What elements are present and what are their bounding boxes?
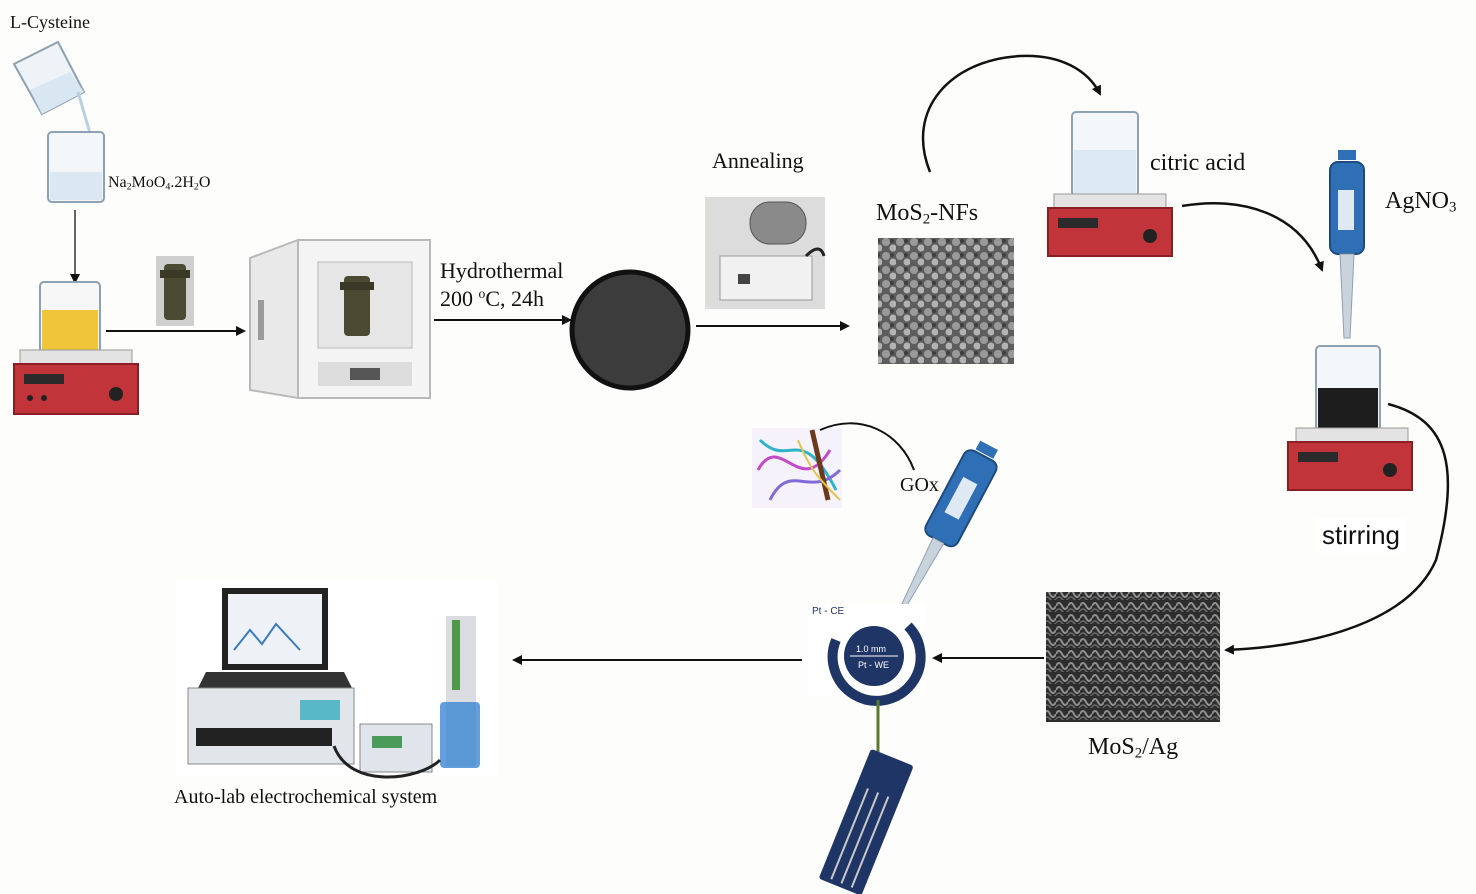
flow-arrow (921, 54, 1102, 173)
sem-image-icon (1046, 592, 1220, 722)
dark-powder-dish-icon (569, 269, 691, 391)
hotplate-icon (1287, 345, 1413, 491)
electrode-icon (808, 604, 926, 762)
molybdate-label: Na2MoO4.2H2O (108, 174, 210, 192)
agno3-pre: AgNO (1385, 188, 1449, 214)
annealing-label: Annealing (712, 148, 804, 173)
mos2-ag-post: /Ag (1142, 734, 1179, 760)
hotplate-icon (1047, 111, 1173, 257)
hydrothermal-conditions-label: 200 oC, 24h (440, 286, 544, 312)
autolab-label: Auto-lab electrochemical system (174, 786, 438, 808)
molybdate-base: Na (108, 174, 127, 191)
mos2-ag-pre: MoS (1088, 734, 1135, 760)
mos2-ag-sub: 2 (1134, 745, 1143, 762)
potentiostat-laptop-icon (176, 580, 498, 779)
mos2-nfs-label: MoS2-NFs (876, 200, 978, 229)
hydrothermal-label: Hydrothermal (440, 258, 564, 283)
hydrothermal-temp: 200 (440, 286, 479, 312)
cysteine-label: L-Cysteine (10, 12, 90, 32)
agno3-label: AgNO3 (1385, 188, 1456, 217)
beaker-icon (47, 131, 105, 203)
flow-arrow (819, 422, 915, 471)
mos2-nfs-sub: 2 (922, 211, 931, 228)
electrode-ce-label: Pt - CE (812, 606, 845, 617)
molybdate-sub2: 4 (165, 181, 171, 193)
mos2-ag-label: MoS2/Ag (1088, 734, 1178, 763)
molybdate-tail: .2H (170, 174, 194, 191)
enzyme-structure-icon (752, 428, 842, 508)
tube-furnace-icon (705, 197, 826, 309)
citric-acid-label: citric acid (1150, 150, 1246, 176)
electrode-size-label: 1.0 mm (856, 644, 887, 654)
flow-arrow (1181, 202, 1324, 272)
hydrothermal-time: C, 24h (485, 286, 544, 312)
mos2-nfs-pre: MoS (876, 200, 923, 226)
flow-arrow (1224, 402, 1450, 655)
agno3-sub: 3 (1449, 199, 1457, 216)
electrode-we-label: Pt - WE (858, 660, 889, 670)
molybdate-sub1: 2 (126, 181, 132, 193)
beaker-pour-icon (12, 40, 94, 141)
screen-printed-electrode-icon (819, 749, 913, 894)
oven-icon (249, 238, 431, 400)
gox-label: GOx (900, 474, 939, 496)
molybdate-mid: MoO (131, 174, 166, 191)
molybdate-end: O (198, 174, 211, 191)
sem-image-icon (878, 238, 1014, 364)
pipette-icon (1329, 150, 1365, 339)
pipette-icon (895, 440, 998, 619)
molybdate-sub3: 2 (193, 181, 199, 193)
degree-mark: o (478, 286, 486, 301)
stirring-label: stirring (1316, 518, 1407, 553)
autoclave-icon (156, 256, 194, 326)
mos2-nfs-post: -NFs (930, 200, 979, 226)
hotplate-icon (13, 281, 139, 415)
